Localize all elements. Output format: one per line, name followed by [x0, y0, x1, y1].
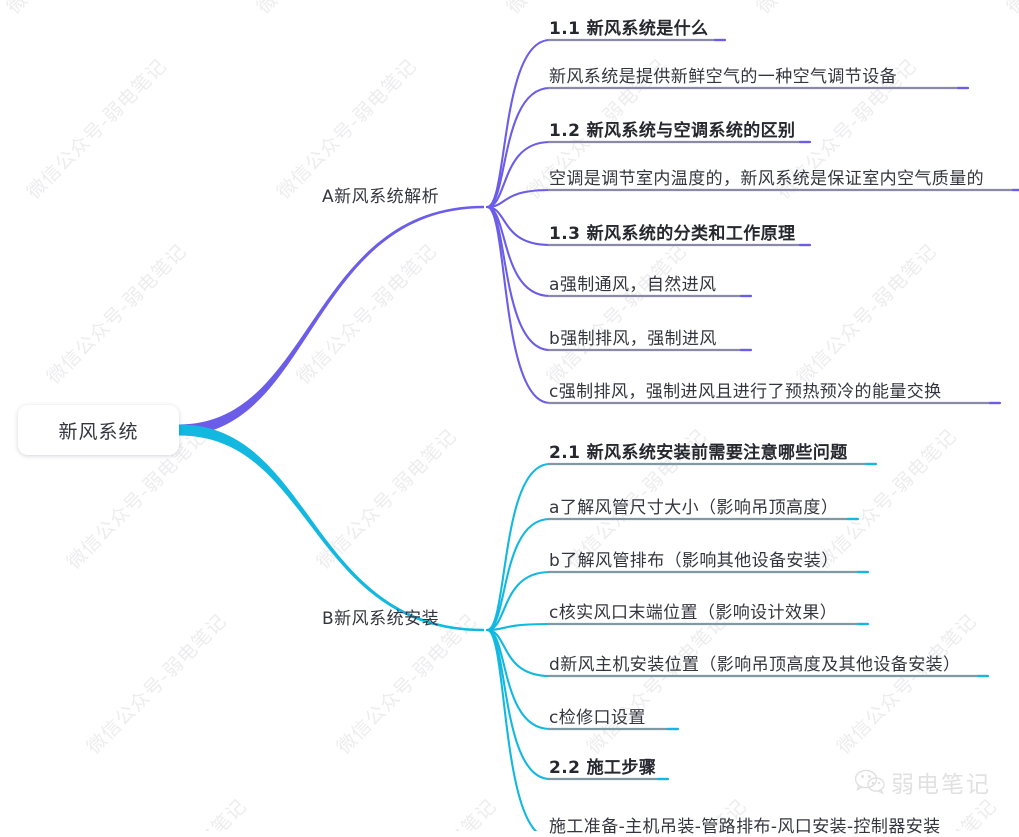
topic-a-3[interactable]: 空调是调节室内温度的，新风系统是保证室内空气质量的 [549, 169, 984, 189]
connector-a-4 [485, 205, 552, 247]
connector-a-2 [485, 140, 552, 209]
topic-b-3[interactable]: c核实风口末端位置（影响设计效果） [549, 603, 838, 623]
connector-a-7 [485, 205, 552, 405]
topic-a-7[interactable]: c强制排风，强制进风且进行了预热预冷的能量交换 [549, 382, 942, 402]
topic-a-4[interactable]: 1.3 新风系统的分类和工作原理 [549, 224, 796, 244]
root-node[interactable]: 新风系统 [18, 405, 179, 455]
topic-b-6[interactable]: 2.2 施工步骤 [549, 758, 657, 778]
topic-b-7[interactable]: 施工准备-主机吊装-管路排布-风口安装-控制器安装 [549, 817, 941, 837]
connector-b-2 [485, 570, 552, 632]
root-node-label: 新风系统 [58, 420, 139, 443]
connector-b-1 [485, 517, 552, 632]
topic-b-5[interactable]: c检修口设置 [549, 708, 646, 728]
wechat-icon [855, 769, 885, 795]
connector-b-4 [485, 628, 552, 678]
topic-a-2[interactable]: 1.2 新风系统与空调系统的区别 [549, 121, 796, 141]
topic-a-0[interactable]: 1.1 新风系统是什么 [549, 19, 709, 39]
topic-a-6[interactable]: b强制排风，强制进风 [549, 329, 717, 349]
topic-a-5[interactable]: a强制通风，自然进风 [549, 275, 717, 295]
topic-b-2[interactable]: b了解风管排布（影响其他设备安装） [549, 551, 839, 571]
wechat-logo-watermark: 弱电笔记 [855, 765, 991, 799]
connector-a-3 [485, 188, 552, 209]
topic-b-1[interactable]: a了解风管尺寸大小（影响吊顶高度） [549, 498, 839, 518]
connector-b-7 [485, 628, 538, 831]
wechat-logo-text: 弱电笔记 [891, 772, 991, 798]
branch-label-b[interactable]: B新风系统安装 [322, 609, 440, 629]
topic-a-1[interactable]: 新风系统是提供新鲜空气的一种空气调节设备 [549, 67, 897, 87]
connector-b-3 [485, 622, 552, 632]
topic-b-4[interactable]: d新风主机安装位置（影响吊顶高度及其他设备安装） [549, 655, 961, 675]
connector-a-1 [485, 86, 552, 209]
branch-label-a[interactable]: A新风系统解析 [322, 187, 440, 207]
topic-b-0[interactable]: 2.1 新风系统安装前需要注意哪些问题 [549, 443, 848, 463]
connector-b-0 [485, 462, 552, 632]
